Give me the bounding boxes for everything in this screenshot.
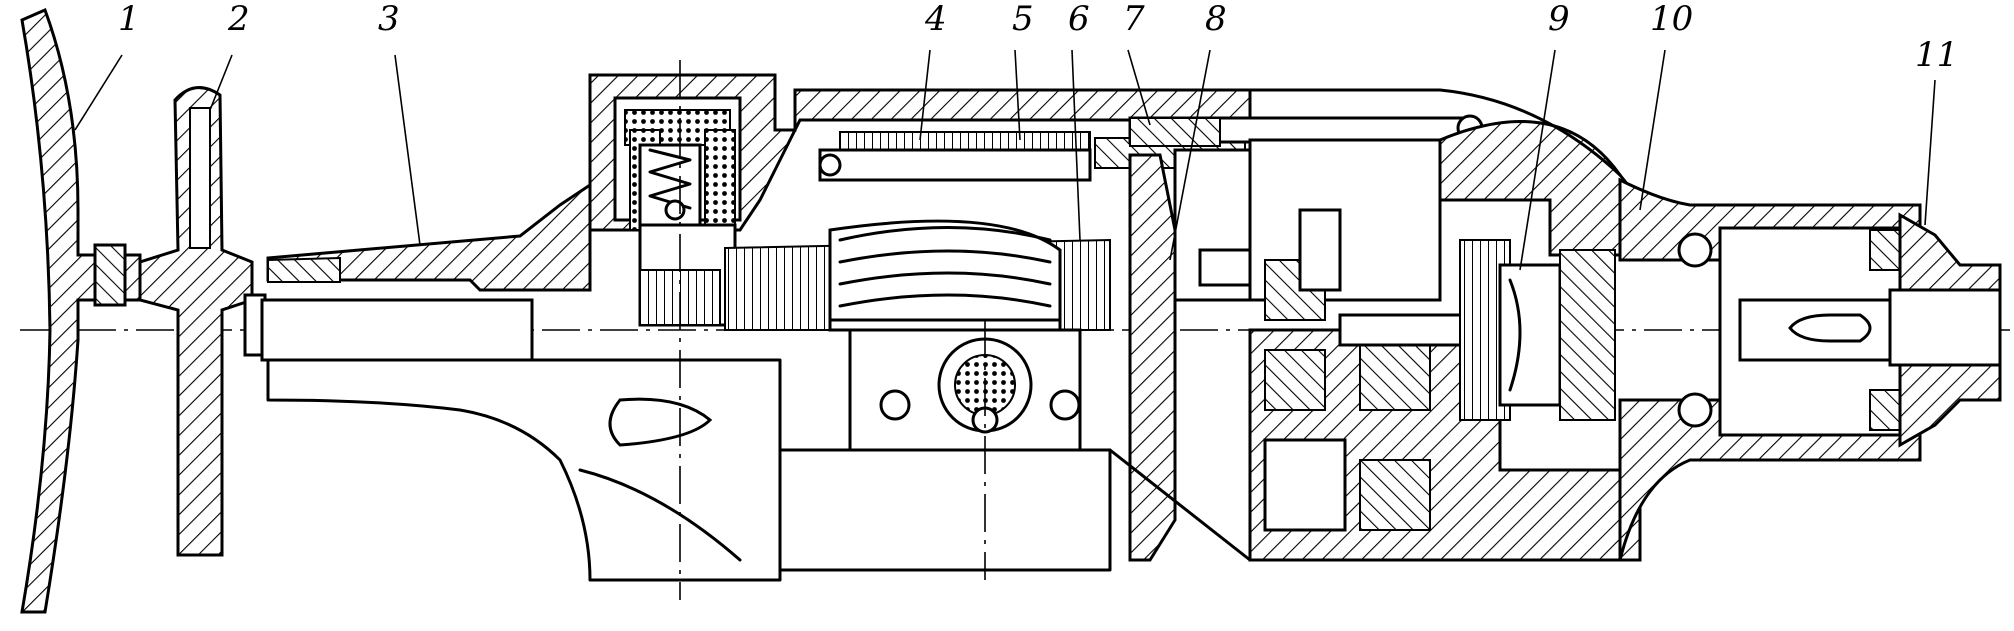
input-shaft [260,298,534,362]
part-8-drive-plate [1128,148,1352,562]
part-1-handwheel [20,7,142,614]
label-7: 7 [1123,0,1145,39]
label-10: 10 [1650,0,1694,39]
label-6: 6 [1068,0,1090,39]
label-4: 4 [925,0,947,39]
label-11: 11 [1915,35,1959,75]
part-11-spindle [1888,212,2002,448]
outer-casing-outline [793,88,1622,177]
label-1: 1 [118,0,140,39]
part-7-bolt [1129,117,1221,147]
flange-block [679,60,1112,600]
label-2: 2 [228,0,250,39]
label-8: 8 [1205,0,1227,39]
part-4-rack [818,131,1092,182]
label-9: 9 [1548,0,1570,39]
worm-gear [724,219,1111,332]
label-5: 5 [1012,0,1034,39]
part-9-clutch [1498,249,1616,421]
part-3-housing [266,182,782,582]
part-2-wheel [138,86,267,557]
label-3: 3 [378,0,400,39]
leader-lines [74,49,1936,271]
part-10-output-housing [1618,177,1922,561]
gearbox-casing [588,73,1252,327]
